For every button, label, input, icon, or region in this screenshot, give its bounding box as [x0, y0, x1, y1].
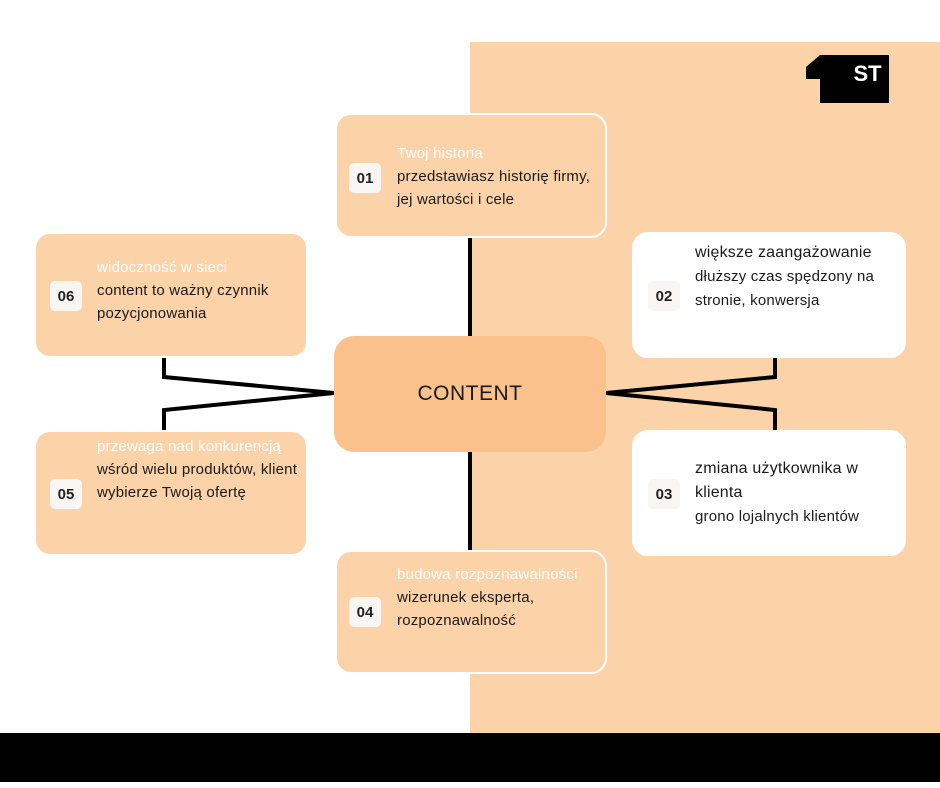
logo-shape-icon	[806, 55, 889, 103]
card-description: grono lojalnych klientów	[695, 508, 860, 525]
card-title: zmiana użytkownika w klienta	[695, 460, 859, 501]
connector-right	[605, 358, 777, 430]
card-03: 03 zmiana użytkownika w klienta grono lo…	[632, 430, 906, 556]
card-title: Twoj historia	[397, 145, 483, 162]
bottom-black-bar	[0, 733, 940, 782]
card-title: budowa rozpoznawalności	[397, 566, 578, 583]
card-number-badge: 02	[648, 281, 680, 311]
card-number-badge: 03	[648, 479, 680, 509]
card-06: 06 widoczność w sieci content to ważny c…	[34, 232, 308, 358]
card-description: wizerunek eksperta, rozpoznawalność	[397, 589, 535, 629]
card-description: przedstawiasz historię firmy, jej wartoś…	[397, 168, 591, 208]
logo-text: ST	[853, 61, 882, 86]
card-description: content to ważny czynnik pozycjonowania	[97, 282, 269, 322]
center-label: CONTENT	[417, 382, 523, 405]
center-content-node: CONTENT	[334, 336, 606, 452]
card-title: widoczność w sieci	[97, 259, 228, 276]
brand-logo: ST	[806, 55, 889, 103]
card-title: przewaga nad konkurencją	[97, 438, 282, 455]
card-04: 04 budowa rozpoznawalności wizerunek eks…	[335, 550, 607, 674]
card-number-badge: 01	[349, 163, 381, 193]
card-number-badge: 06	[50, 281, 82, 311]
card-description: wśród wielu produktów, klient wybierze T…	[97, 461, 298, 501]
card-title: większe zaangażowanie	[695, 244, 872, 261]
card-number-badge: 04	[349, 597, 381, 627]
connector-left	[162, 358, 335, 430]
card-description: dłuższy czas spędzony na stronie, konwer…	[695, 268, 875, 309]
card-02: 02 większe zaangażowanie dłuższy czas sp…	[632, 232, 906, 358]
card-05: 05 przewaga nad konkurencją wśród wielu …	[34, 430, 308, 556]
card-01: 01 Twoj historia przedstawiasz historię …	[335, 113, 607, 238]
card-number-badge: 05	[50, 479, 82, 509]
